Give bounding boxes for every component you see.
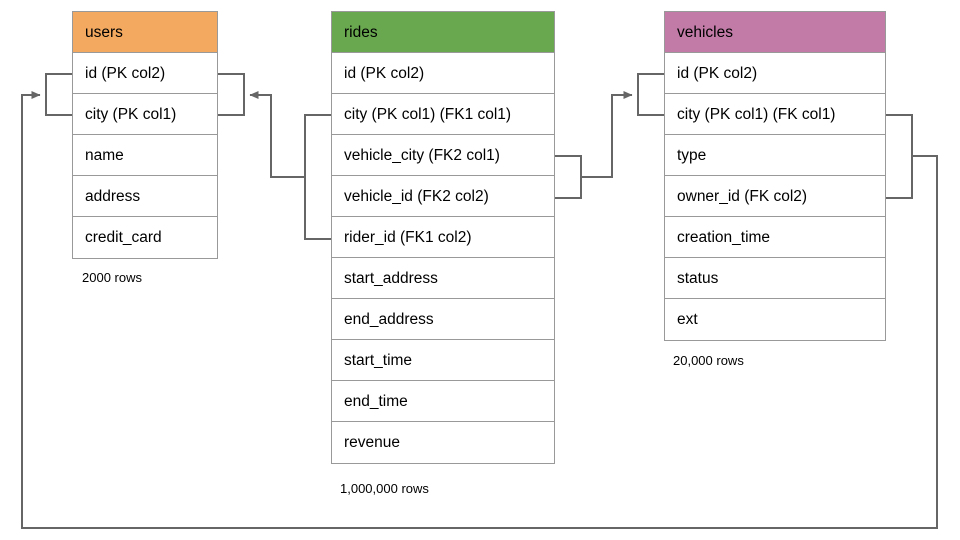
table-users-header: users [73, 12, 217, 53]
table-users-title: users [85, 24, 123, 41]
table-row[interactable]: owner_id (FK col2) [665, 176, 885, 217]
table-row[interactable]: vehicle_city (FK2 col1) [332, 135, 554, 176]
table-row[interactable]: ext [665, 299, 885, 340]
table-row[interactable]: revenue [332, 422, 554, 463]
table-row[interactable]: address [73, 176, 217, 217]
table-row[interactable]: type [665, 135, 885, 176]
table-row[interactable]: vehicle_id (FK2 col2) [332, 176, 554, 217]
table-users[interactable]: users id (PK col2) city (PK col1) name a… [72, 11, 218, 259]
table-row[interactable]: creation_time [665, 217, 885, 258]
table-row[interactable]: end_time [332, 381, 554, 422]
table-rides-row-count: 1,000,000 rows [340, 481, 429, 496]
table-row[interactable]: end_address [332, 299, 554, 340]
vehicles-right-bracket [886, 114, 913, 199]
table-row[interactable]: status [665, 258, 885, 299]
table-row[interactable]: city (PK col1) [73, 94, 217, 135]
table-users-row-count: 2000 rows [82, 270, 142, 285]
table-row[interactable]: start_address [332, 258, 554, 299]
table-rides[interactable]: rides id (PK col2) city (PK col1) (FK1 c… [331, 11, 555, 464]
table-row[interactable]: city (PK col1) (FK col1) [665, 94, 885, 135]
table-vehicles-row-count: 20,000 rows [673, 353, 744, 368]
users-right-bracket [218, 73, 245, 116]
users-left-bracket [45, 73, 72, 116]
table-row[interactable]: id (PK col2) [73, 53, 217, 94]
rides-right-bracket [555, 155, 582, 199]
table-vehicles-header: vehicles [665, 12, 885, 53]
fk1-rides-users-line [249, 91, 305, 178]
table-row[interactable]: id (PK col2) [332, 53, 554, 94]
rides-left-bracket [304, 114, 331, 240]
table-row[interactable]: name [73, 135, 217, 176]
table-row[interactable]: rider_id (FK1 col2) [332, 217, 554, 258]
table-row[interactable]: start_time [332, 340, 554, 381]
table-row[interactable]: credit_card [73, 217, 217, 258]
vehicles-left-bracket [637, 73, 664, 116]
table-rides-title: rides [344, 24, 378, 41]
table-vehicles-title: vehicles [677, 24, 733, 41]
table-vehicles[interactable]: vehicles id (PK col2) city (PK col1) (FK… [664, 11, 886, 341]
table-row[interactable]: city (PK col1) (FK1 col1) [332, 94, 554, 135]
table-row[interactable]: id (PK col2) [665, 53, 885, 94]
fk2-rides-vehicles-line [581, 91, 633, 178]
table-rides-header: rides [332, 12, 554, 53]
